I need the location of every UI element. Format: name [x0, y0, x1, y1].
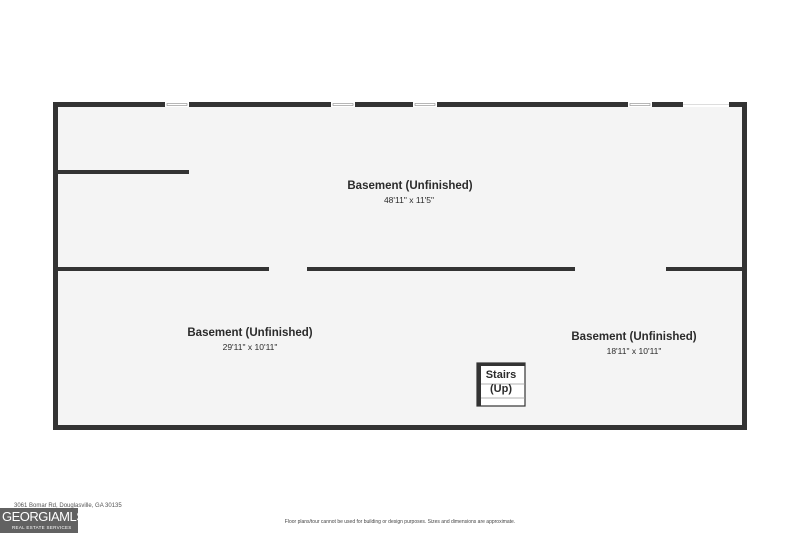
georgia-mls-watermark: GEORGIAMLS REAL ESTATE SERVICES — [0, 508, 85, 533]
stairs-label: Stairs (Up) — [481, 368, 521, 396]
watermark-tagline: REAL ESTATE SERVICES — [12, 525, 72, 530]
stairs-label-line1: Stairs — [485, 369, 517, 381]
window-4 — [628, 102, 652, 107]
room-name-lower-left: Basement (Unfinished) — [187, 327, 313, 339]
interior-wall-segment-2 — [307, 267, 575, 271]
interior-wall-segment-3 — [666, 267, 742, 271]
window-3 — [413, 102, 437, 107]
room-name-upper: Basement (Unfinished) — [347, 180, 473, 192]
basement-floor — [56, 105, 744, 427]
disclaimer-text: Floor plans/tour cannot be used for buil… — [284, 519, 516, 525]
window-2 — [331, 102, 355, 107]
wall-top — [53, 102, 747, 107]
stairs-label-line2: (Up) — [490, 383, 512, 395]
stairs-symbol — [476, 362, 526, 407]
room-dimensions-upper: 48'11" x 11'5" — [383, 195, 435, 205]
wall-left — [53, 102, 58, 430]
top-wall-windows — [165, 102, 729, 107]
room-name-lower-right: Basement (Unfinished) — [571, 331, 697, 343]
wall-bottom — [53, 425, 747, 430]
wall-right — [742, 102, 747, 430]
interior-wall-stub — [58, 170, 189, 174]
room-dimensions-lower-right: 18'11" x 10'11" — [606, 346, 662, 356]
window-1 — [165, 102, 189, 107]
door-opening — [683, 102, 729, 107]
property-address: 3061 Bomar Rd, Douglasville, GA 30135 — [14, 503, 122, 509]
interior-wall-segment-1 — [58, 267, 269, 271]
watermark-logo-text: GEORGIAMLS — [2, 509, 85, 524]
exterior-walls — [53, 102, 747, 430]
room-dimensions-lower-left: 29'11" x 10'11" — [222, 342, 278, 352]
interior-walls — [58, 170, 742, 271]
